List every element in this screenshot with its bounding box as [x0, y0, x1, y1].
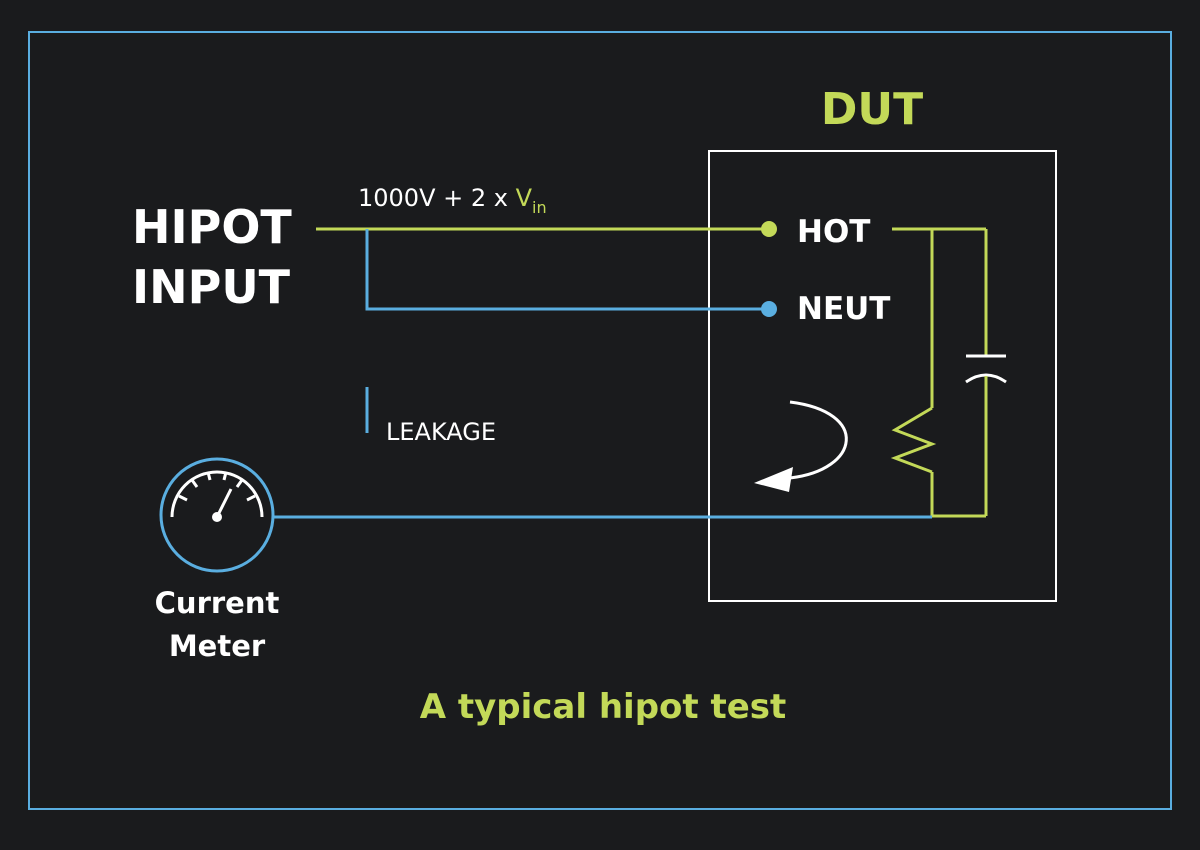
voltage-label: 1000V + 2 x Vin: [358, 184, 547, 217]
neut-label: NEUT: [797, 291, 890, 327]
dut-title: DUT: [821, 84, 923, 135]
hipot-input-line1: HIPOT: [132, 200, 292, 254]
gauge-icon: [159, 457, 275, 573]
hot-terminal: [761, 221, 777, 237]
neut-terminal: [761, 301, 777, 317]
meter-label-line2: Meter: [169, 629, 266, 663]
neutral-wire: [365, 229, 769, 311]
capacitor-plate-curved: [965, 373, 1007, 384]
dut-box: [708, 150, 1057, 602]
curved-arrow-icon: [754, 400, 848, 492]
voltage-subscript: in: [532, 198, 547, 217]
leakage-label: LEAKAGE: [386, 418, 496, 446]
hipot-input-line2: INPUT: [132, 260, 291, 314]
diagram-caption: A typical hipot test: [420, 687, 787, 727]
meter-label-line1: Current: [155, 586, 280, 620]
voltage-variable: V: [516, 184, 533, 212]
outer-frame: [28, 31, 1172, 810]
voltage-prefix: 1000V + 2 x: [358, 184, 516, 212]
hot-label: HOT: [797, 214, 870, 250]
resistor-zigzag: [890, 406, 937, 474]
